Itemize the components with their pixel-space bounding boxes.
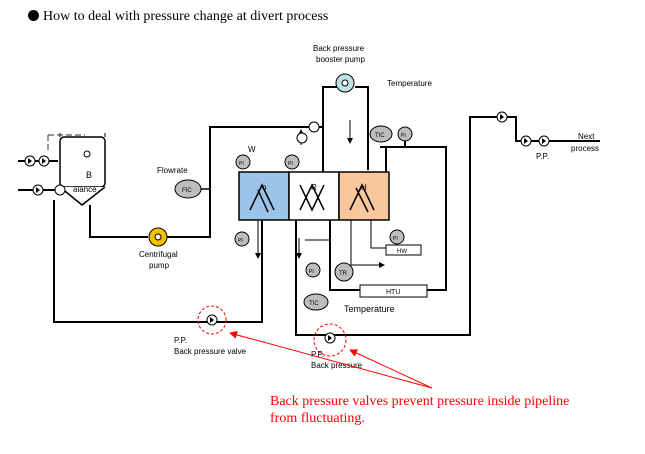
pipe-booster-out [355,86,369,170]
regen-section [288,171,340,221]
pressure-gauges: PI PI PI PI PI TIC TR [234,154,405,311]
back-pressure-valve-bottom: P.P. Back pressure [311,323,363,370]
next-process-label-1: Next [578,132,595,141]
red-arrow-left [229,330,433,389]
back-pressure-valve-label: Back pressure valve [174,347,247,356]
inlet-symbols [24,155,66,196]
back-pressure-bottom-label: Back pressure [311,361,363,370]
pipe-bottom-to-right [295,116,500,336]
tr-label: TR [339,271,348,277]
centrifugal-label-1: Centrifugal [139,250,178,259]
temperature-top: Temperature TIC PI [369,79,432,143]
section-r-label: R [311,183,317,192]
booster-label-2: booster pump [316,55,365,64]
back-pressure-valve-left: P.P. Back pressure valve [174,305,247,356]
pi-bottom-left-label: PI [238,238,243,244]
booster-pump: Back pressure booster pump [313,44,365,93]
inlet-valve-4-icon [54,184,66,196]
red-arrow-right [349,349,433,389]
pipe-balance-to-pump [89,205,148,238]
pipe-pump-to-top [166,126,323,238]
balance-label: alance [73,185,97,194]
tic-bottom-gauge-icon [303,293,329,311]
tr-gauge-icon [334,262,354,282]
pi-w-label: PI [239,161,244,167]
pp-bottom-label: P.P. [311,350,324,359]
centrifugal-pump: Centrifugal pump [139,227,178,270]
pipe-back-pressure-loop-left [53,200,263,323]
heat-exchanger: W o R H [238,145,390,221]
pi-hw-label: PI [393,236,398,242]
annotation-note: Back pressure valves prevent pressure in… [270,393,600,427]
pi-w-gauge-icon [235,154,251,170]
annotation-arrows [229,330,433,389]
page-title: How to deal with pressure change at dive… [28,9,328,25]
cooling-section [238,171,290,221]
section-w-label: W [248,145,256,154]
balance-tank: B alance [47,133,106,206]
fic-label: FIC [182,188,192,194]
htu-label: HTU [386,289,400,296]
next-process-valves: P.P. Next process [520,132,599,161]
heating-section [338,171,390,221]
section-o-label: o [262,183,267,192]
pipe-to-booster [322,86,338,127]
tic-top-gauge-icon [369,125,393,143]
hw-label: HW [397,249,407,255]
title-text: How to deal with pressure change at dive… [43,9,329,24]
htu-box [359,284,428,298]
pp-left-label: P.P. [174,336,187,345]
hw-box [385,244,422,256]
junction-valve-icon [308,121,320,133]
note-line-2: from fluctuating. [270,411,365,426]
pp-right-label: P.P. [536,152,549,161]
pi-mid-label: PI [309,269,314,275]
highlight-left [197,305,227,335]
tic-bottom-label: TIC [309,301,319,307]
bullet-icon [28,10,39,21]
pi-mid-gauge-icon [305,262,321,278]
hw-unit: HW [385,244,422,256]
pipe-to-next-process [505,116,600,142]
next-process-label-2: process [571,144,599,153]
booster-label-1: Back pressure [313,44,365,53]
tic-top-label: TIC [375,133,385,139]
temperature-top-label: Temperature [387,79,432,88]
centrifugal-label-2: pump [149,261,170,270]
htu-unit: HTU [359,284,428,298]
thin-to-hw [350,215,385,268]
note-line-1: Back pressure valves prevent pressure in… [270,394,570,409]
section-h-label: H [361,183,367,192]
pi-hw-gauge-icon [389,229,405,245]
highlight-bottom [313,323,347,357]
pipe-htu-loop [329,146,447,291]
pi-top-gauge-icon [397,126,413,142]
flowrate-label: Flowrate [157,166,188,175]
junction-symbols [296,111,508,144]
pi-r-gauge-icon [284,154,300,170]
pi-top-label: PI [401,133,406,139]
temperature-mid-label: Temperature [344,304,395,314]
flow-controller: Flowrate FIC [157,166,210,199]
balance-b-letter: B [86,170,92,180]
pi-r-label: PI [288,161,293,167]
pi-bottom-left-gauge-icon [234,231,250,247]
